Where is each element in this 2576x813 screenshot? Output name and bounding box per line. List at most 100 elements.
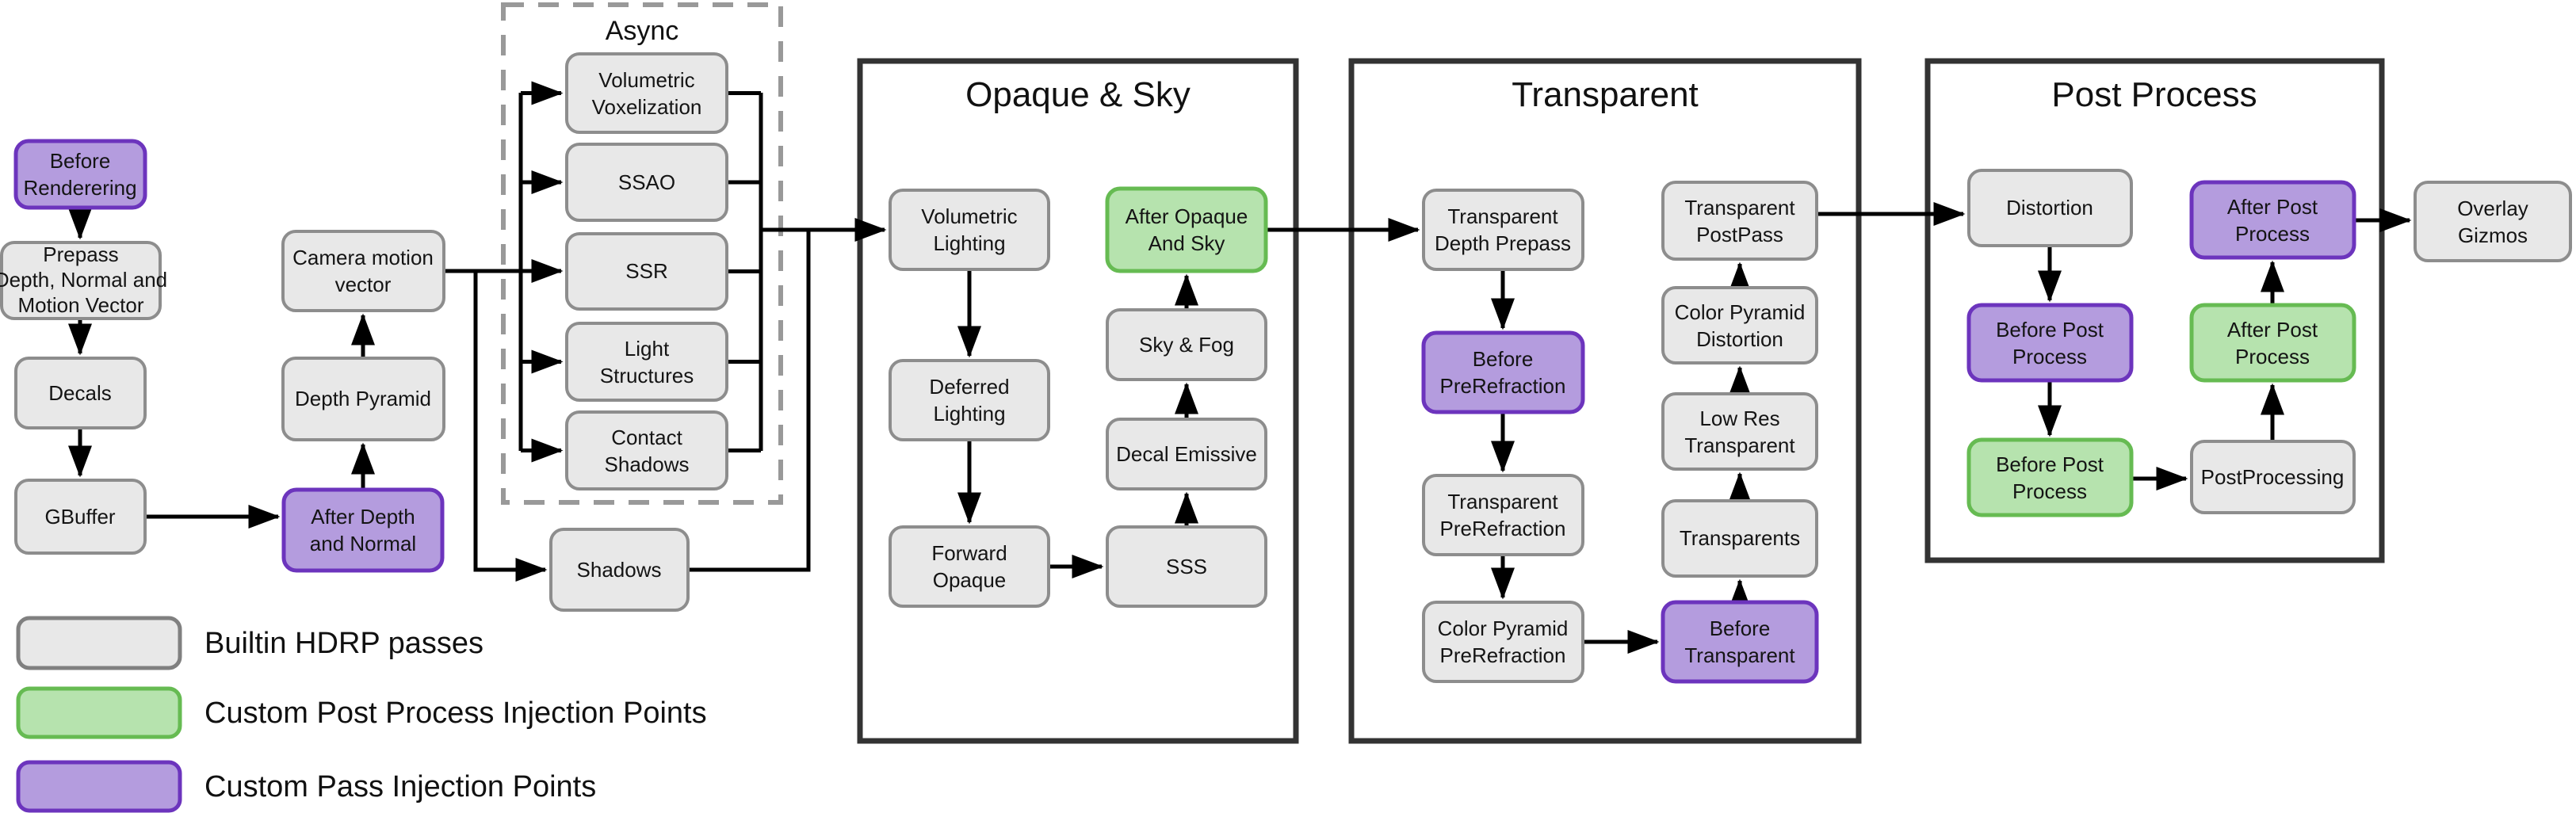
edges <box>68 81 2412 654</box>
node-box <box>281 230 445 312</box>
async-group-label: Async <box>606 16 679 46</box>
node-box <box>889 525 1050 608</box>
node-box <box>1966 303 2134 383</box>
node-box <box>1422 189 1584 271</box>
node-sss: SSS <box>1106 525 1267 608</box>
node-label: SSS <box>1166 555 1207 578</box>
node-depth-pyramid: Depth Pyramid <box>281 357 445 441</box>
section-title: Post Process <box>2051 75 2257 114</box>
legend-swatch-builtin <box>16 616 182 670</box>
section-title: Transparent <box>1512 75 1699 114</box>
node-label: PostProcessing <box>2201 465 2345 489</box>
node-box <box>1661 499 1818 578</box>
node-box <box>1661 600 1819 684</box>
node-box <box>0 241 162 320</box>
node-box <box>1105 186 1268 273</box>
legend-label: Custom Post Process Injection Points <box>204 697 707 730</box>
node-box <box>14 357 147 429</box>
node-label: SSR <box>625 259 667 283</box>
legend-item-builtin: Builtin HDRP passes <box>16 616 483 670</box>
node-label: Shadows <box>577 558 662 582</box>
node-gbuffer: GBuffer <box>14 479 147 555</box>
node-label: GBuffer <box>44 505 115 529</box>
node-box <box>565 52 728 134</box>
section-title: Opaque & Sky <box>965 75 1191 114</box>
node-box <box>2414 181 2572 262</box>
edge <box>473 271 548 582</box>
node-box <box>1106 308 1267 381</box>
node-transparents: Transparents <box>1661 499 1818 578</box>
node-box <box>1421 330 1585 414</box>
legend-swatch-custom-post <box>16 686 182 739</box>
node-box <box>2189 180 2356 260</box>
node-box <box>1106 418 1267 490</box>
node-label: Depth Pyramid <box>295 387 431 410</box>
edge <box>688 230 811 572</box>
node-box <box>1661 181 1818 261</box>
node-distortion: Distortion <box>1967 169 2133 247</box>
node-postprocessing: PostProcessing <box>2190 440 2356 514</box>
node-decal-emissive: Decal Emissive <box>1106 418 1267 490</box>
node-ssr: SSR <box>565 232 728 311</box>
node-label: Transparents <box>1680 526 1800 550</box>
node-shadows: Shadows <box>549 528 690 612</box>
async-dashed-border <box>501 2 783 505</box>
node-box <box>565 322 728 402</box>
node-box <box>281 357 445 441</box>
edge <box>727 91 761 452</box>
node-box <box>1106 525 1267 608</box>
node-label: Sky & Fog <box>1139 333 1234 357</box>
legend-item-custom-pass: Custom Pass Injection Points <box>16 760 596 813</box>
node-box <box>565 232 728 311</box>
node-box <box>565 143 728 222</box>
node-box <box>549 528 690 612</box>
node-box <box>13 139 147 210</box>
node-decals: Decals <box>14 357 147 429</box>
legend: Builtin HDRP passes Custom Post Process … <box>16 616 707 813</box>
legend-swatch-custom-pass <box>16 760 182 813</box>
node-box <box>2190 440 2356 514</box>
node-label: Decal Emissive <box>1116 442 1257 466</box>
node-box <box>1422 601 1584 683</box>
legend-label: Custom Pass Injection Points <box>204 770 596 803</box>
